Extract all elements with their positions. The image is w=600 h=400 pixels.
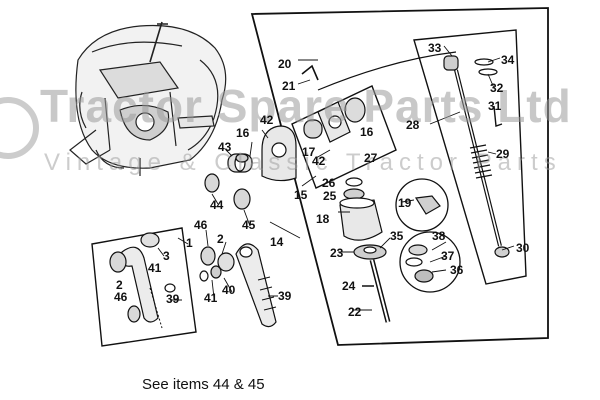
label-part-44: 44	[210, 198, 224, 212]
label-part-35: 35	[390, 229, 404, 243]
label-part-43: 43	[218, 140, 232, 154]
label-part-23: 23	[330, 246, 344, 260]
label-part-17: 17	[302, 145, 316, 159]
label-part-18: 18	[316, 212, 330, 226]
label-part-21: 21	[282, 79, 296, 93]
label-part-41: 41	[204, 291, 218, 305]
label-part-15: 15	[294, 188, 308, 202]
label-part-39: 39	[166, 292, 180, 306]
label-part-14: 14	[270, 235, 284, 249]
label-part-2: 2	[116, 278, 123, 292]
label-part-34: 34	[501, 53, 515, 67]
label-part-1: 1	[186, 236, 193, 250]
label-part-3: 3	[163, 249, 170, 263]
label-part-24: 24	[342, 279, 356, 293]
label-part-27: 27	[364, 151, 378, 165]
label-part-30: 30	[516, 241, 530, 255]
label-part-2: 2	[217, 232, 224, 246]
label-part-39: 39	[278, 289, 292, 303]
label-part-33: 33	[428, 41, 442, 55]
label-part-25: 25	[323, 189, 337, 203]
label-part-16: 16	[360, 125, 374, 139]
label-part-41: 41	[148, 261, 162, 275]
label-part-32: 32	[490, 81, 504, 95]
label-part-45: 45	[242, 218, 256, 232]
watermark-line-2: Vintage & Classic Tractor Parts	[44, 149, 562, 176]
circle-36-frame	[399, 231, 461, 293]
caption: See items 44 & 45	[142, 376, 265, 393]
tractor-illustration	[69, 21, 227, 176]
watermark: Tractor Spare Parts Ltd Vintage & Classi…	[0, 80, 572, 176]
label-part-42: 42	[312, 154, 326, 168]
label-part-20: 20	[278, 57, 292, 71]
label-part-26: 26	[322, 176, 336, 190]
part-labels: 1 2 2 3 14 15 16 16 17 18 19 20 21 22 23…	[114, 41, 530, 319]
main-assembly-frame	[250, 7, 549, 346]
label-part-31: 31	[488, 99, 502, 113]
label-part-36: 36	[450, 263, 464, 277]
part-drawings	[109, 45, 515, 329]
circle-19-frame	[395, 178, 449, 232]
label-part-46: 46	[194, 218, 208, 232]
label-part-22: 22	[348, 305, 362, 319]
watermark-line-1: Tractor Spare Parts Ltd	[40, 80, 572, 132]
label-part-40: 40	[222, 283, 236, 297]
label-part-16: 16	[236, 126, 250, 140]
label-part-19: 19	[398, 196, 412, 210]
label-part-37: 37	[441, 249, 455, 263]
box-28-frame	[413, 29, 527, 285]
label-part-28: 28	[406, 118, 420, 132]
label-part-29: 29	[496, 147, 510, 161]
label-part-46: 46	[114, 290, 128, 304]
box-15-frame	[291, 85, 397, 189]
label-part-38: 38	[432, 229, 446, 243]
label-part-42: 42	[260, 113, 274, 127]
